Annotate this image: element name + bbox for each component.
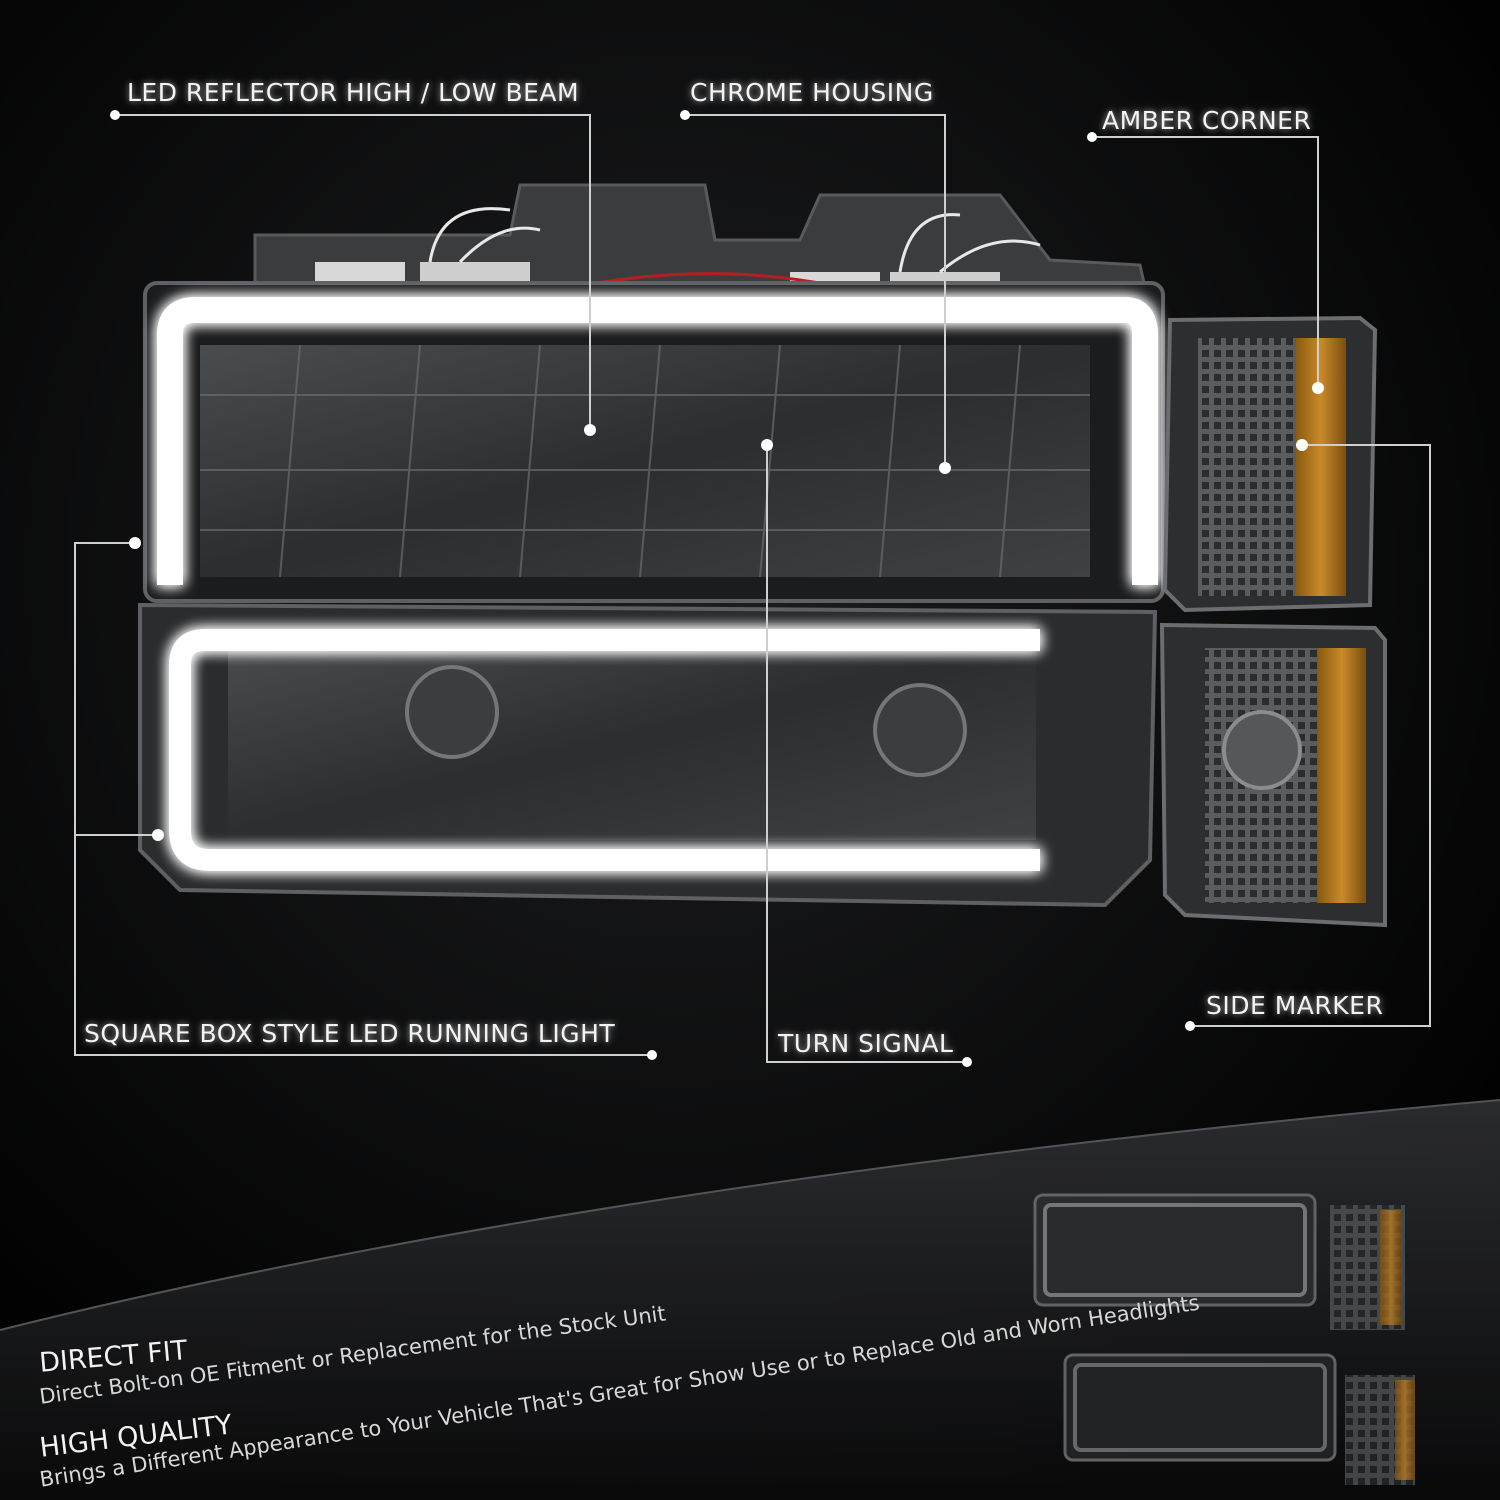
- bumper-light: [138, 602, 1158, 908]
- callout-lines: [74, 114, 1431, 1063]
- callout-running-light: SQUARE BOX STYLE LED RUNNING LIGHT: [84, 1019, 616, 1048]
- corner-light: [1162, 315, 1378, 613]
- callout-dots: [110, 110, 1324, 1067]
- callout-side-marker: SIDE MARKER: [1206, 991, 1384, 1020]
- headlight: [143, 281, 1165, 603]
- callout-led-reflector: LED REFLECTOR HIGH / LOW BEAM: [127, 78, 580, 107]
- car-reflection: [0, 1099, 1500, 1500]
- callout-chrome-housing: CHROME HOUSING: [690, 78, 934, 107]
- callout-amber-corner: AMBER CORNER: [1102, 106, 1312, 135]
- callout-turn-signal: TURN SIGNAL: [778, 1029, 954, 1058]
- side-marker-light: [1159, 622, 1387, 928]
